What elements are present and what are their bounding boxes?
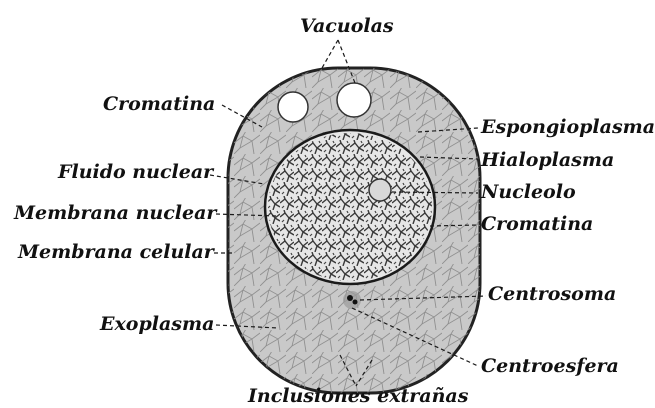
- label-membrana-nuclear: Membrana nuclear: [13, 202, 218, 224]
- label-centrosoma: Centrosoma: [488, 283, 616, 305]
- label-cromatina-right: Cromatina: [481, 213, 593, 235]
- nucleolus: [369, 179, 391, 201]
- chromatin-network: [268, 133, 432, 281]
- label-centroesfera: Centroesfera: [481, 355, 619, 377]
- label-inclusiones: Inclusiones extrañas: [247, 385, 469, 407]
- label-cromatina-left: Cromatina: [103, 93, 215, 115]
- label-exoplasma: Exoplasma: [99, 313, 214, 335]
- label-vacuolas: Vacuolas: [300, 15, 394, 37]
- nucleus: [265, 130, 435, 284]
- label-espongioplasma: Espongioplasma: [480, 116, 655, 138]
- label-hialoplasma: Hialoplasma: [480, 149, 614, 171]
- label-fluido-nuclear: Fluido nuclear: [57, 161, 215, 183]
- label-nucleolo: Nucleolo: [480, 181, 576, 203]
- vacuole-left: [278, 92, 308, 122]
- centrosome: [343, 291, 361, 309]
- vacuole-right: [337, 83, 371, 117]
- label-membrana-celular: Membrana celular: [17, 241, 216, 263]
